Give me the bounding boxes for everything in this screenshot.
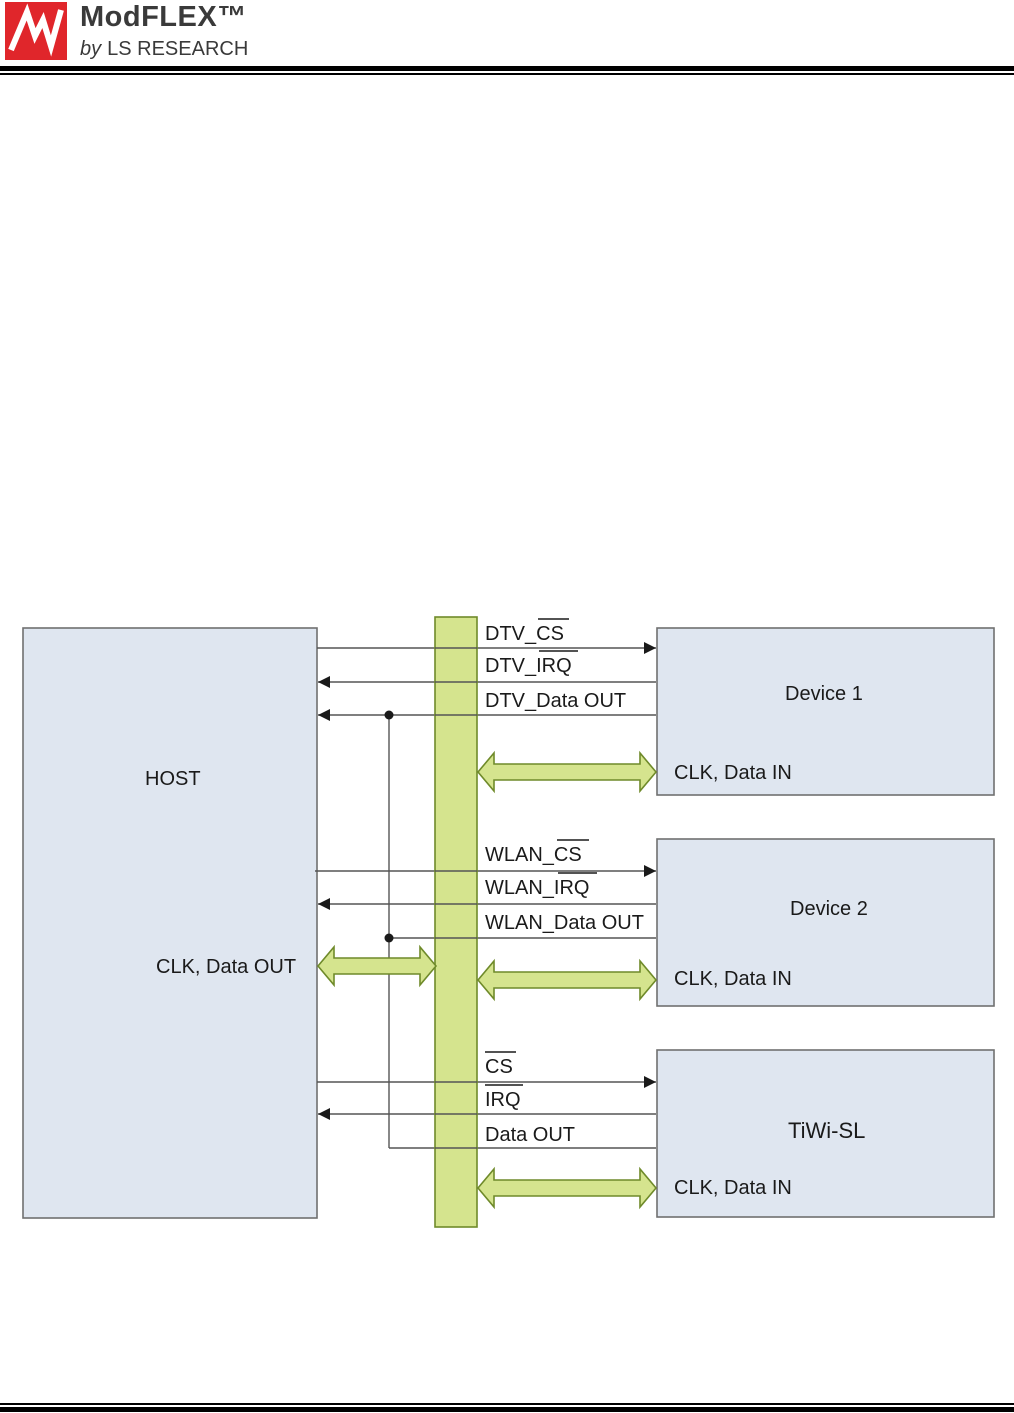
tiwi-sl-name: TiWi-SL [788, 1118, 865, 1143]
host-label: HOST [145, 768, 201, 790]
signal-label-cs: CS [485, 1056, 513, 1078]
junction-dot-1 [385, 711, 394, 720]
junction-dot-2 [385, 934, 394, 943]
device-1-clk-label: CLK, Data IN [674, 762, 792, 784]
tiwi-sl-clk-double-arrow [478, 1169, 656, 1207]
host-clk-label: CLK, Data OUT [156, 956, 296, 978]
device-1-clk-double-arrow [478, 753, 656, 791]
host-box [23, 628, 317, 1218]
device-2-name: Device 2 [790, 898, 868, 920]
signal-label-dtv-cs: DTV_CS [485, 623, 564, 645]
device-2-clk-label: CLK, Data IN [674, 968, 792, 990]
footer-rule [0, 1407, 1014, 1412]
device-1-name: Device 1 [785, 683, 863, 705]
signal-label-wlan-cs: WLAN_CS [485, 844, 582, 866]
signal-label-dtv-data-out: DTV_Data OUT [485, 690, 626, 712]
signal-label-wlan-irq: WLAN_IRQ [485, 877, 589, 899]
shared-bus [435, 617, 477, 1227]
host-clk-double-arrow [318, 947, 436, 985]
signal-label-dtv-irq: DTV_IRQ [485, 655, 572, 677]
footer-rule-thin [0, 1403, 1014, 1405]
signal-label-data-out: Data OUT [485, 1124, 575, 1146]
tiwi-sl-clk-label: CLK, Data IN [674, 1177, 792, 1199]
signal-label-wlan-data-out: WLAN_Data OUT [485, 912, 644, 934]
device-2-clk-double-arrow [478, 961, 656, 999]
signal-label-irq: IRQ [485, 1089, 521, 1111]
